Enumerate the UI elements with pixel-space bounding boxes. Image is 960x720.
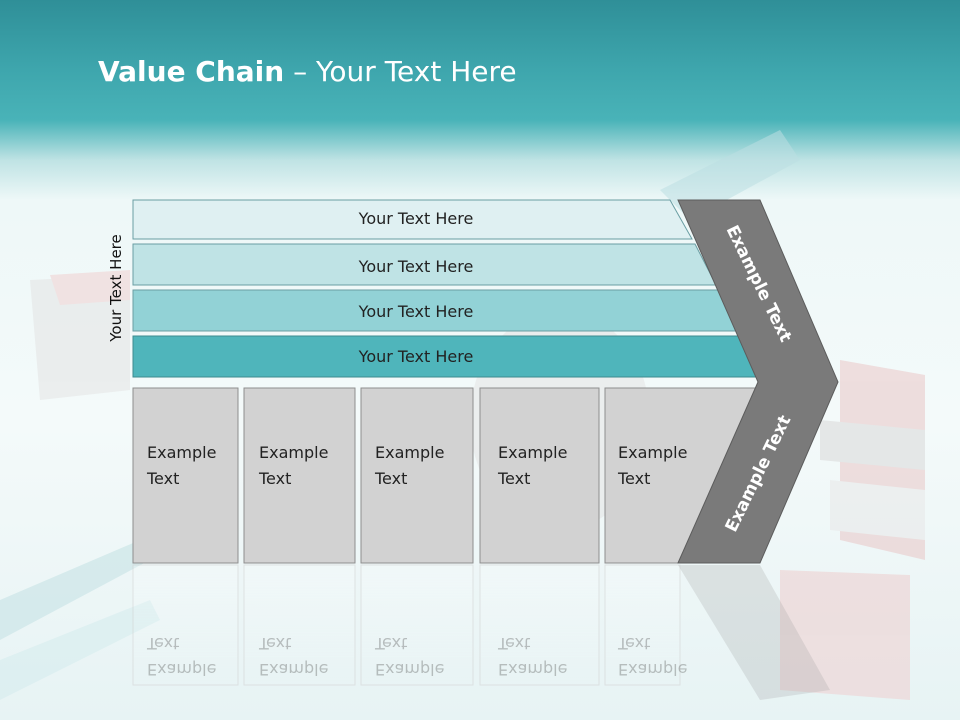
box-3-line1: Example: [375, 443, 445, 462]
bar-1-label: Your Text Here: [358, 209, 474, 228]
box-3-refl-line1: Example: [375, 660, 445, 679]
box-4-reflection-text: Example Text: [498, 630, 567, 682]
box-4-line2: Text: [498, 469, 531, 488]
box-1-refl-line1: Example: [147, 660, 217, 679]
bar-4-label: Your Text Here: [358, 347, 474, 366]
bar-2-label: Your Text Here: [358, 257, 474, 276]
box-5-line1: Example: [618, 443, 688, 462]
box-5-refl-line2: Text: [618, 634, 651, 653]
box-5-line2: Text: [618, 469, 651, 488]
box-4-refl-line1: Example: [498, 660, 568, 679]
box-2-line2: Text: [259, 469, 292, 488]
box-4-line1: Example: [498, 443, 568, 462]
box-3-refl-line2: Text: [375, 634, 408, 653]
chevron-arrow: [677, 199, 839, 564]
slide-title: Value Chain – Your Text Here: [98, 55, 517, 88]
box-1-line2: Text: [147, 469, 180, 488]
box-1-reflection-text: Example Text: [147, 630, 216, 682]
box-2-refl-line2: Text: [259, 634, 292, 653]
box-3: [360, 387, 474, 564]
box-4-refl-line2: Text: [498, 634, 531, 653]
box-2-refl-line1: Example: [259, 660, 329, 679]
box-2: [243, 387, 356, 564]
bar-3-label: Your Text Here: [358, 302, 474, 321]
box-5-refl-line1: Example: [618, 660, 688, 679]
title-bold: Value Chain: [98, 55, 285, 88]
box-1-line1: Example: [147, 443, 217, 462]
box-1-refl-line2: Text: [147, 634, 180, 653]
box-2-reflection-text: Example Text: [259, 630, 328, 682]
box-1: [132, 387, 239, 564]
bar-1: [132, 199, 693, 240]
box-3-line2: Text: [375, 469, 408, 488]
box-4: [479, 387, 600, 564]
box-5-reflection-text: Example Text: [618, 630, 687, 682]
reflection: [132, 564, 830, 700]
title-rest: – Your Text Here: [284, 55, 517, 88]
box-3-reflection-text: Example Text: [375, 630, 444, 682]
box-2-line1: Example: [259, 443, 329, 462]
